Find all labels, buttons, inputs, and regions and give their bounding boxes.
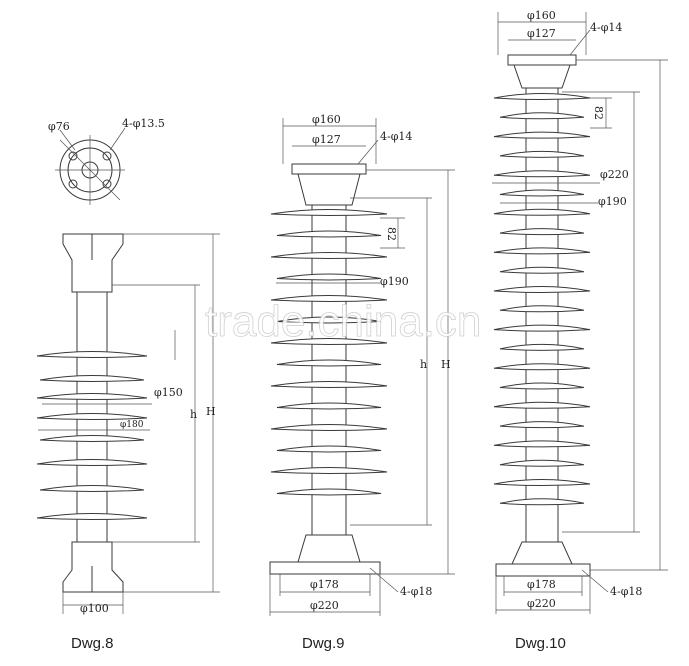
dwg10-shed <box>499 382 585 390</box>
dwg9-sheds <box>270 209 388 496</box>
dwg10-shed <box>493 208 591 216</box>
dwg10-shed <box>499 305 585 313</box>
dwg10-top-holes-label: 4-φ14 <box>590 21 622 34</box>
dwg8-shed <box>39 375 145 382</box>
dwg8-shed <box>39 485 145 492</box>
dwg9-shed <box>276 230 382 238</box>
dwg8-shed <box>36 513 148 520</box>
dwg10-sheds <box>493 93 591 506</box>
dwg10-shed <box>493 479 591 486</box>
dwg10-shed <box>499 343 585 351</box>
dwg10-insulator: φ160 φ127 4-φ14 82 φ220 φ190 φ178 φ220 4… <box>492 9 668 652</box>
watermark: trade.china.cn <box>205 297 481 346</box>
dwg10-shed <box>493 286 591 293</box>
dwg9-shed <box>270 252 388 259</box>
dwg9-base-holes-label: 4-φ18 <box>400 585 432 598</box>
dwg8-shed <box>36 393 148 400</box>
dwg10-shed <box>499 228 585 236</box>
dwg9-shed <box>276 273 382 281</box>
dwg8-shed <box>36 459 148 466</box>
dwg8-H-label: H <box>206 405 216 418</box>
dwg9-pitch-label: 82 <box>385 227 398 241</box>
dwg10-shed <box>499 189 585 197</box>
dwg10-shed <box>493 93 591 100</box>
dwg10-shed <box>493 363 591 371</box>
dwg9-shed <box>270 209 388 216</box>
dwg8-sheds <box>36 351 148 520</box>
dwg9-shed <box>270 295 388 302</box>
dwg10-shed <box>499 266 585 274</box>
dwg8-insulator: φ76 4-φ13.5 h H φ150 φ180 φ100 Dwg.8 <box>36 117 220 652</box>
dwg8-shed-large-label: φ180 <box>120 420 144 430</box>
dwg10-base-holes-label: 4-φ18 <box>610 585 642 598</box>
dwg10-shed <box>499 112 585 120</box>
dwg9-h-label: h <box>420 358 427 371</box>
dwg8-base-dia-label: φ100 <box>80 602 109 615</box>
dwg10-shed <box>499 421 585 429</box>
dwg9-caption: Dwg.9 <box>302 635 345 652</box>
dwg10-base-outer-label: φ220 <box>527 597 556 610</box>
dwg10-shed <box>493 440 591 448</box>
dwg10-base-inner-label: φ178 <box>527 578 556 591</box>
dwg9-shed-label: φ190 <box>380 275 409 288</box>
dwg10-top-inner-label: φ127 <box>527 27 556 40</box>
dwg9-H-label: H <box>441 358 451 371</box>
dwg9-shed <box>270 467 388 474</box>
dwg10-shed <box>499 498 585 506</box>
dwg9-top-inner-label: φ127 <box>312 133 341 146</box>
dwg8-caption: Dwg.8 <box>71 635 114 652</box>
dwg9-top-holes-label: 4-φ14 <box>380 130 412 143</box>
dwg10-shed-small-label: φ190 <box>598 195 627 208</box>
dwg8-flange-dia-label: φ76 <box>48 120 70 133</box>
dwg10-shed <box>493 131 591 139</box>
dwg10-shed <box>493 401 591 409</box>
dwg10-shed-large-label: φ220 <box>600 168 629 181</box>
dwg9-top-outer-label: φ160 <box>312 113 341 126</box>
dwg8-bolt-holes-label: 4-φ13.5 <box>122 117 165 130</box>
dwg9-shed <box>276 488 382 496</box>
dwg9-shed <box>270 381 388 388</box>
dwg10-shed <box>493 247 591 255</box>
dwg8-shed <box>36 413 148 420</box>
dwg9-shed <box>276 359 382 367</box>
dwg8-shed <box>36 351 148 358</box>
dwg10-shed <box>499 459 585 467</box>
dwg10-top-outer-label: φ160 <box>527 9 556 22</box>
dwg8-shed <box>39 435 145 442</box>
dwg10-pitch-label: 82 <box>592 106 605 120</box>
dwg9-shed <box>276 445 382 453</box>
dwg9-insulator: φ160 φ127 4-φ14 82 φ190 h H φ178 φ220 4-… <box>269 113 455 652</box>
dwg9-shed <box>276 402 382 410</box>
dwg10-shed <box>493 324 591 332</box>
dwg9-shed <box>270 424 388 431</box>
dwg9-shed <box>276 316 382 324</box>
dwg10-shed <box>493 170 591 178</box>
dwg8-flange-top-view <box>55 127 126 205</box>
dwg10-shed <box>499 150 585 158</box>
dwg9-base-outer-label: φ220 <box>310 599 339 612</box>
dwg8-shed-small-label: φ150 <box>154 386 183 399</box>
dwg8-h-label: h <box>190 408 197 421</box>
dwg9-base-inner-label: φ178 <box>310 578 339 591</box>
dwg9-shed <box>270 338 388 345</box>
dwg10-caption: Dwg.10 <box>515 635 566 652</box>
